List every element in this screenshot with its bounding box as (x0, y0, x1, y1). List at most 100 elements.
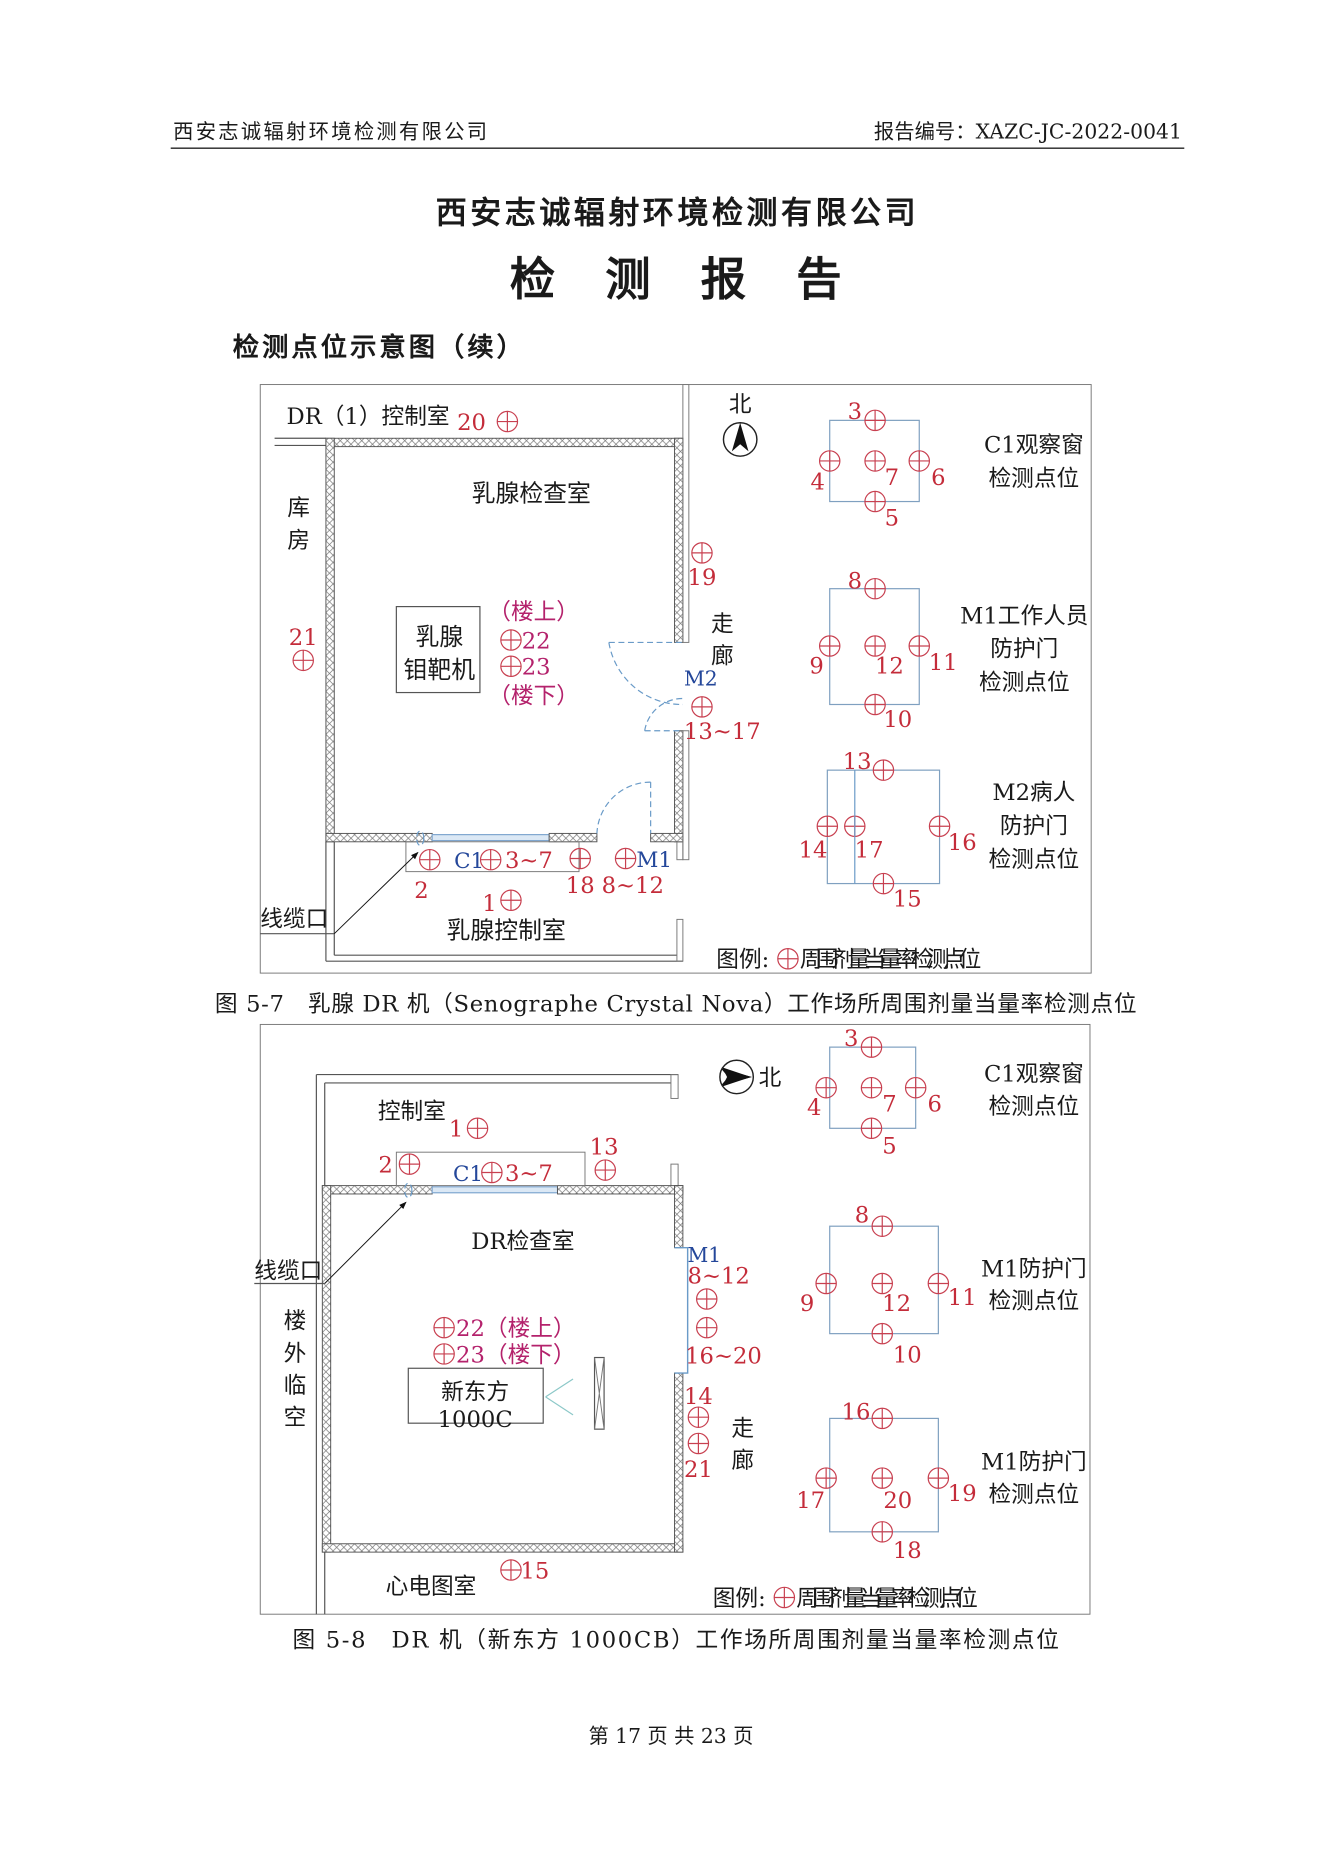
point-19: 19 (688, 565, 717, 591)
header-report-number: 报告编号：XAZC-JC-2022-0041 (874, 120, 1182, 144)
room-storage: 库房 (283, 496, 309, 561)
legend-text: 周围剂量当量率检测点位 (796, 1586, 977, 1612)
point-number: 14 (799, 837, 828, 863)
point-number: 3 (844, 1026, 858, 1052)
detail-title: M1防护门 (981, 1450, 1087, 1476)
measurement-point-marker (818, 450, 841, 472)
measurement-point-marker (815, 1076, 837, 1099)
detail-outline (829, 1225, 939, 1335)
measurement-point-marker (466, 1117, 489, 1140)
measurement-point-marker (777, 948, 799, 970)
header-company: 西安志诚辐射环境检测有限公司 (173, 120, 487, 144)
point-number: 9 (800, 1291, 814, 1317)
room-outside: 楼外临空 (279, 1309, 305, 1438)
point-number: 7 (885, 465, 899, 491)
point-2: 2 (378, 1152, 392, 1178)
point-number: 13 (843, 749, 872, 775)
point-number: 16 (948, 830, 977, 856)
point-14: 14 (684, 1384, 713, 1410)
measurement-point-marker (871, 1521, 893, 1543)
door-m1-label: M1 (636, 848, 672, 873)
point-number: 17 (796, 1488, 825, 1514)
measurement-point-marker (871, 1322, 893, 1345)
mammography-machine (395, 606, 481, 694)
door-m1 (596, 781, 652, 834)
points-8-12: 8~12 (688, 1264, 750, 1290)
north-label: 北 (759, 1065, 782, 1091)
measurement-point-marker (871, 1407, 893, 1430)
points-13-17: 13~17 (684, 719, 761, 745)
measurement-point-marker (864, 450, 886, 472)
measurement-point-marker (594, 1159, 617, 1181)
point-20: 20 (457, 410, 486, 436)
measurement-point-marker (815, 1272, 837, 1295)
door-m2-label: M2 (684, 666, 718, 690)
point-22: 22 (522, 628, 551, 654)
point-21: 21 (289, 625, 318, 651)
downstairs-label: （楼下） (488, 683, 579, 709)
measurement-point-marker (860, 1117, 883, 1140)
point-18: 18 (566, 873, 595, 899)
point-number: 12 (875, 653, 904, 679)
measurement-point-marker (481, 1161, 503, 1184)
points-16-20: 16~20 (685, 1343, 762, 1369)
detail-title: 检测点位 (989, 1482, 1080, 1508)
point-number: 11 (948, 1285, 977, 1311)
point-number: 6 (928, 1092, 942, 1118)
measurement-point-marker (433, 1316, 455, 1339)
figure-frame (259, 1023, 1091, 1615)
room-corridor: 走廊 (727, 1416, 753, 1481)
detail-title: M1工作人员 (960, 603, 1088, 629)
observation-window-c1 (431, 1186, 559, 1194)
measurement-point-marker (864, 409, 886, 432)
measurement-point-marker (927, 1467, 950, 1489)
measurement-point-marker (871, 1215, 893, 1237)
legend-label: 图例: (716, 947, 769, 973)
measurement-point-marker (614, 847, 637, 870)
detail-title: 检测点位 (989, 1094, 1080, 1120)
point-number: 4 (807, 1095, 821, 1121)
point-number: 6 (931, 465, 945, 491)
points-8-12: 8~12 (602, 873, 664, 899)
measurement-point-marker (908, 450, 931, 472)
point-number: 18 (893, 1538, 922, 1564)
detail-title: 检测点位 (979, 670, 1070, 696)
measurement-point-marker (479, 848, 502, 871)
north-arrow-icon (722, 422, 758, 457)
document-title: 检 测 报 告 (510, 252, 842, 306)
room-ecg: 心电图室 (386, 1574, 477, 1600)
room-exam: 乳腺检查室 (472, 480, 591, 508)
point-number: 11 (929, 650, 958, 676)
measurement-point-marker (864, 693, 886, 716)
point-number: 9 (809, 653, 823, 679)
upstairs-label: （楼上） (488, 600, 579, 626)
dr-machine (407, 1367, 544, 1424)
measurement-point-marker (927, 1272, 950, 1295)
machine-label: 钼靶机 (404, 656, 476, 684)
measurement-point-marker (860, 1076, 883, 1099)
room-dr1-control: DR（1）控制室 (287, 404, 450, 430)
measurement-point-marker (860, 1036, 883, 1058)
room-exam: DR检查室 (471, 1229, 574, 1255)
observation-window-c1 (431, 834, 550, 842)
point-number: 20 (883, 1488, 912, 1514)
exam-room-walls (321, 1185, 684, 1553)
room-control: 控制室 (378, 1099, 446, 1125)
measurement-point-marker (691, 542, 713, 564)
detail-title: M2病人 (992, 780, 1075, 806)
detail-title: 检测点位 (989, 847, 1080, 873)
measurement-point-marker (871, 1467, 893, 1489)
measurement-point-marker (815, 1467, 837, 1489)
measurement-point-marker (908, 635, 931, 657)
measurement-point-marker (864, 490, 886, 513)
measurement-point-marker (696, 1316, 718, 1339)
detail-title: 防护门 (990, 637, 1058, 663)
figure-frame (259, 384, 1092, 974)
measurement-point-marker (496, 410, 519, 433)
room-control: 乳腺控制室 (447, 916, 566, 944)
cable-port-label: 线缆口 (254, 1259, 322, 1285)
point-2: 2 (414, 878, 428, 904)
